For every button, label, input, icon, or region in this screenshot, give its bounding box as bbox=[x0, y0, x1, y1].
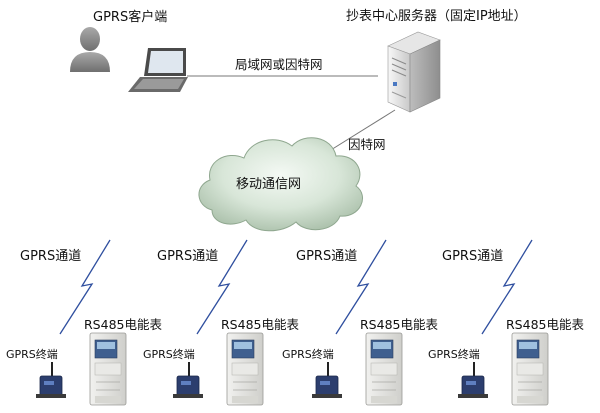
gprs-unit bbox=[36, 239, 127, 406]
electric-meter-icon bbox=[226, 332, 264, 406]
gprs-terminal-label: GPRS终端 bbox=[282, 348, 334, 361]
meter-label: RS485电能表 bbox=[84, 317, 162, 332]
mobile-network-cloud bbox=[198, 137, 363, 232]
electric-meter-icon bbox=[89, 332, 127, 406]
lan-label: 局域网或因特网 bbox=[235, 57, 323, 72]
units-layer bbox=[36, 239, 549, 406]
gprs-terminal-icon bbox=[458, 362, 488, 398]
gprs-channel-bolt bbox=[481, 239, 533, 335]
gprs-terminal-label: GPRS终端 bbox=[143, 348, 195, 361]
gprs-channel-bolt bbox=[196, 239, 248, 335]
gprs-channel-label: GPRS通道 bbox=[157, 249, 219, 264]
gprs-terminal-icon bbox=[312, 362, 342, 398]
gprs-terminal-icon bbox=[173, 362, 203, 398]
gprs-channel-bolt bbox=[59, 239, 111, 335]
meter-label: RS485电能表 bbox=[221, 317, 299, 332]
gprs-channel-label: GPRS通道 bbox=[296, 249, 358, 264]
client-label: GPRS客户端 bbox=[93, 10, 168, 25]
internet-label: 因特网 bbox=[348, 137, 386, 152]
meter-label: RS485电能表 bbox=[360, 317, 438, 332]
gprs-channel-label: GPRS通道 bbox=[442, 249, 504, 264]
electric-meter-icon bbox=[365, 332, 403, 406]
gprs-channel-label: GPRS通道 bbox=[20, 249, 82, 264]
gprs-unit bbox=[458, 239, 549, 406]
server-label: 抄表中心服务器（固定IP地址） bbox=[346, 9, 527, 24]
server-icon bbox=[387, 31, 441, 113]
gprs-terminal-label: GPRS终端 bbox=[6, 348, 58, 361]
gprs-unit bbox=[312, 239, 403, 406]
gprs-channel-bolt bbox=[335, 239, 387, 335]
gprs-terminal-icon bbox=[36, 362, 66, 398]
laptop-icon bbox=[128, 48, 188, 92]
meter-label: RS485电能表 bbox=[506, 317, 584, 332]
electric-meter-icon bbox=[511, 332, 549, 406]
user-icon bbox=[70, 27, 110, 72]
gprs-terminal-label: GPRS终端 bbox=[428, 348, 480, 361]
cloud-label: 移动通信网 bbox=[236, 177, 302, 192]
gprs-unit bbox=[173, 239, 264, 406]
